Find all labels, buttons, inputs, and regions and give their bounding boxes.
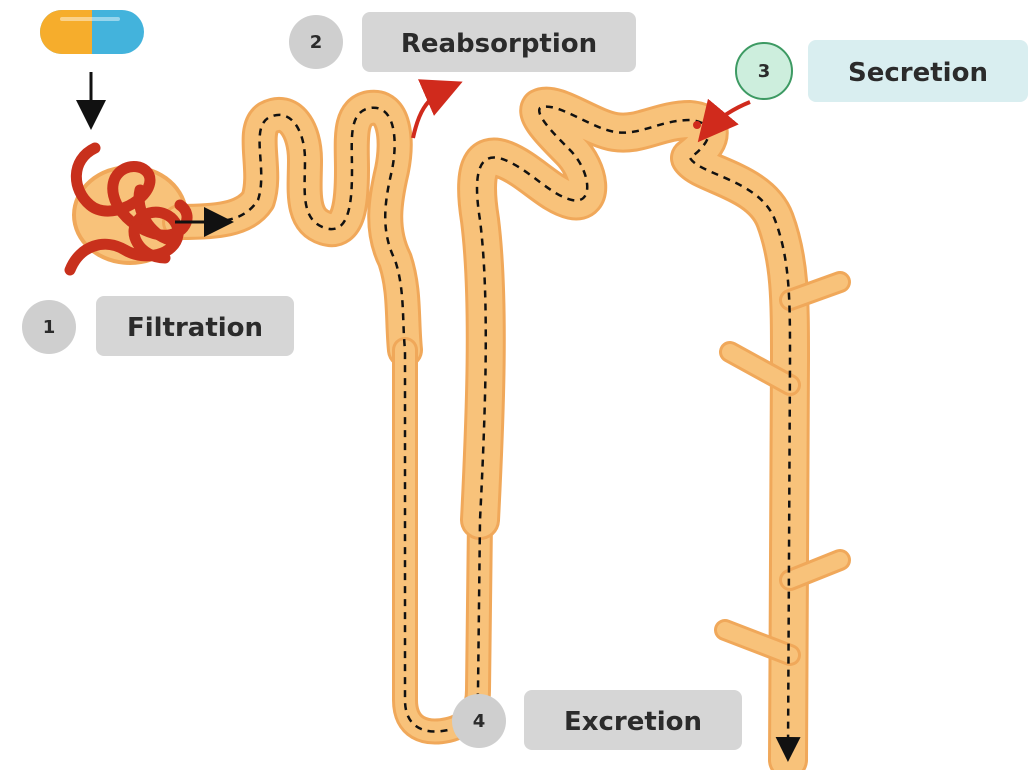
step-label: Filtration bbox=[127, 313, 263, 343]
distal-tubule bbox=[477, 107, 790, 760]
step-excretion: 4 Excretion bbox=[452, 690, 742, 750]
step-filtration: 1 Filtration bbox=[22, 296, 294, 356]
step-label: Excretion bbox=[564, 707, 702, 737]
step-number: 2 bbox=[310, 32, 323, 53]
step-label: Reabsorption bbox=[401, 29, 597, 59]
step-label: Secretion bbox=[848, 58, 988, 88]
step-number: 1 bbox=[43, 317, 56, 338]
red-arrow-up-icon bbox=[413, 88, 448, 138]
step-reabsorption: 2 Reabsorption bbox=[289, 12, 636, 72]
capsule-pill-icon bbox=[40, 10, 144, 54]
secreted-particle bbox=[693, 121, 701, 129]
step-number: 4 bbox=[473, 711, 486, 732]
step-number: 3 bbox=[758, 61, 771, 82]
step-secretion: 3 Secretion bbox=[736, 40, 1028, 102]
